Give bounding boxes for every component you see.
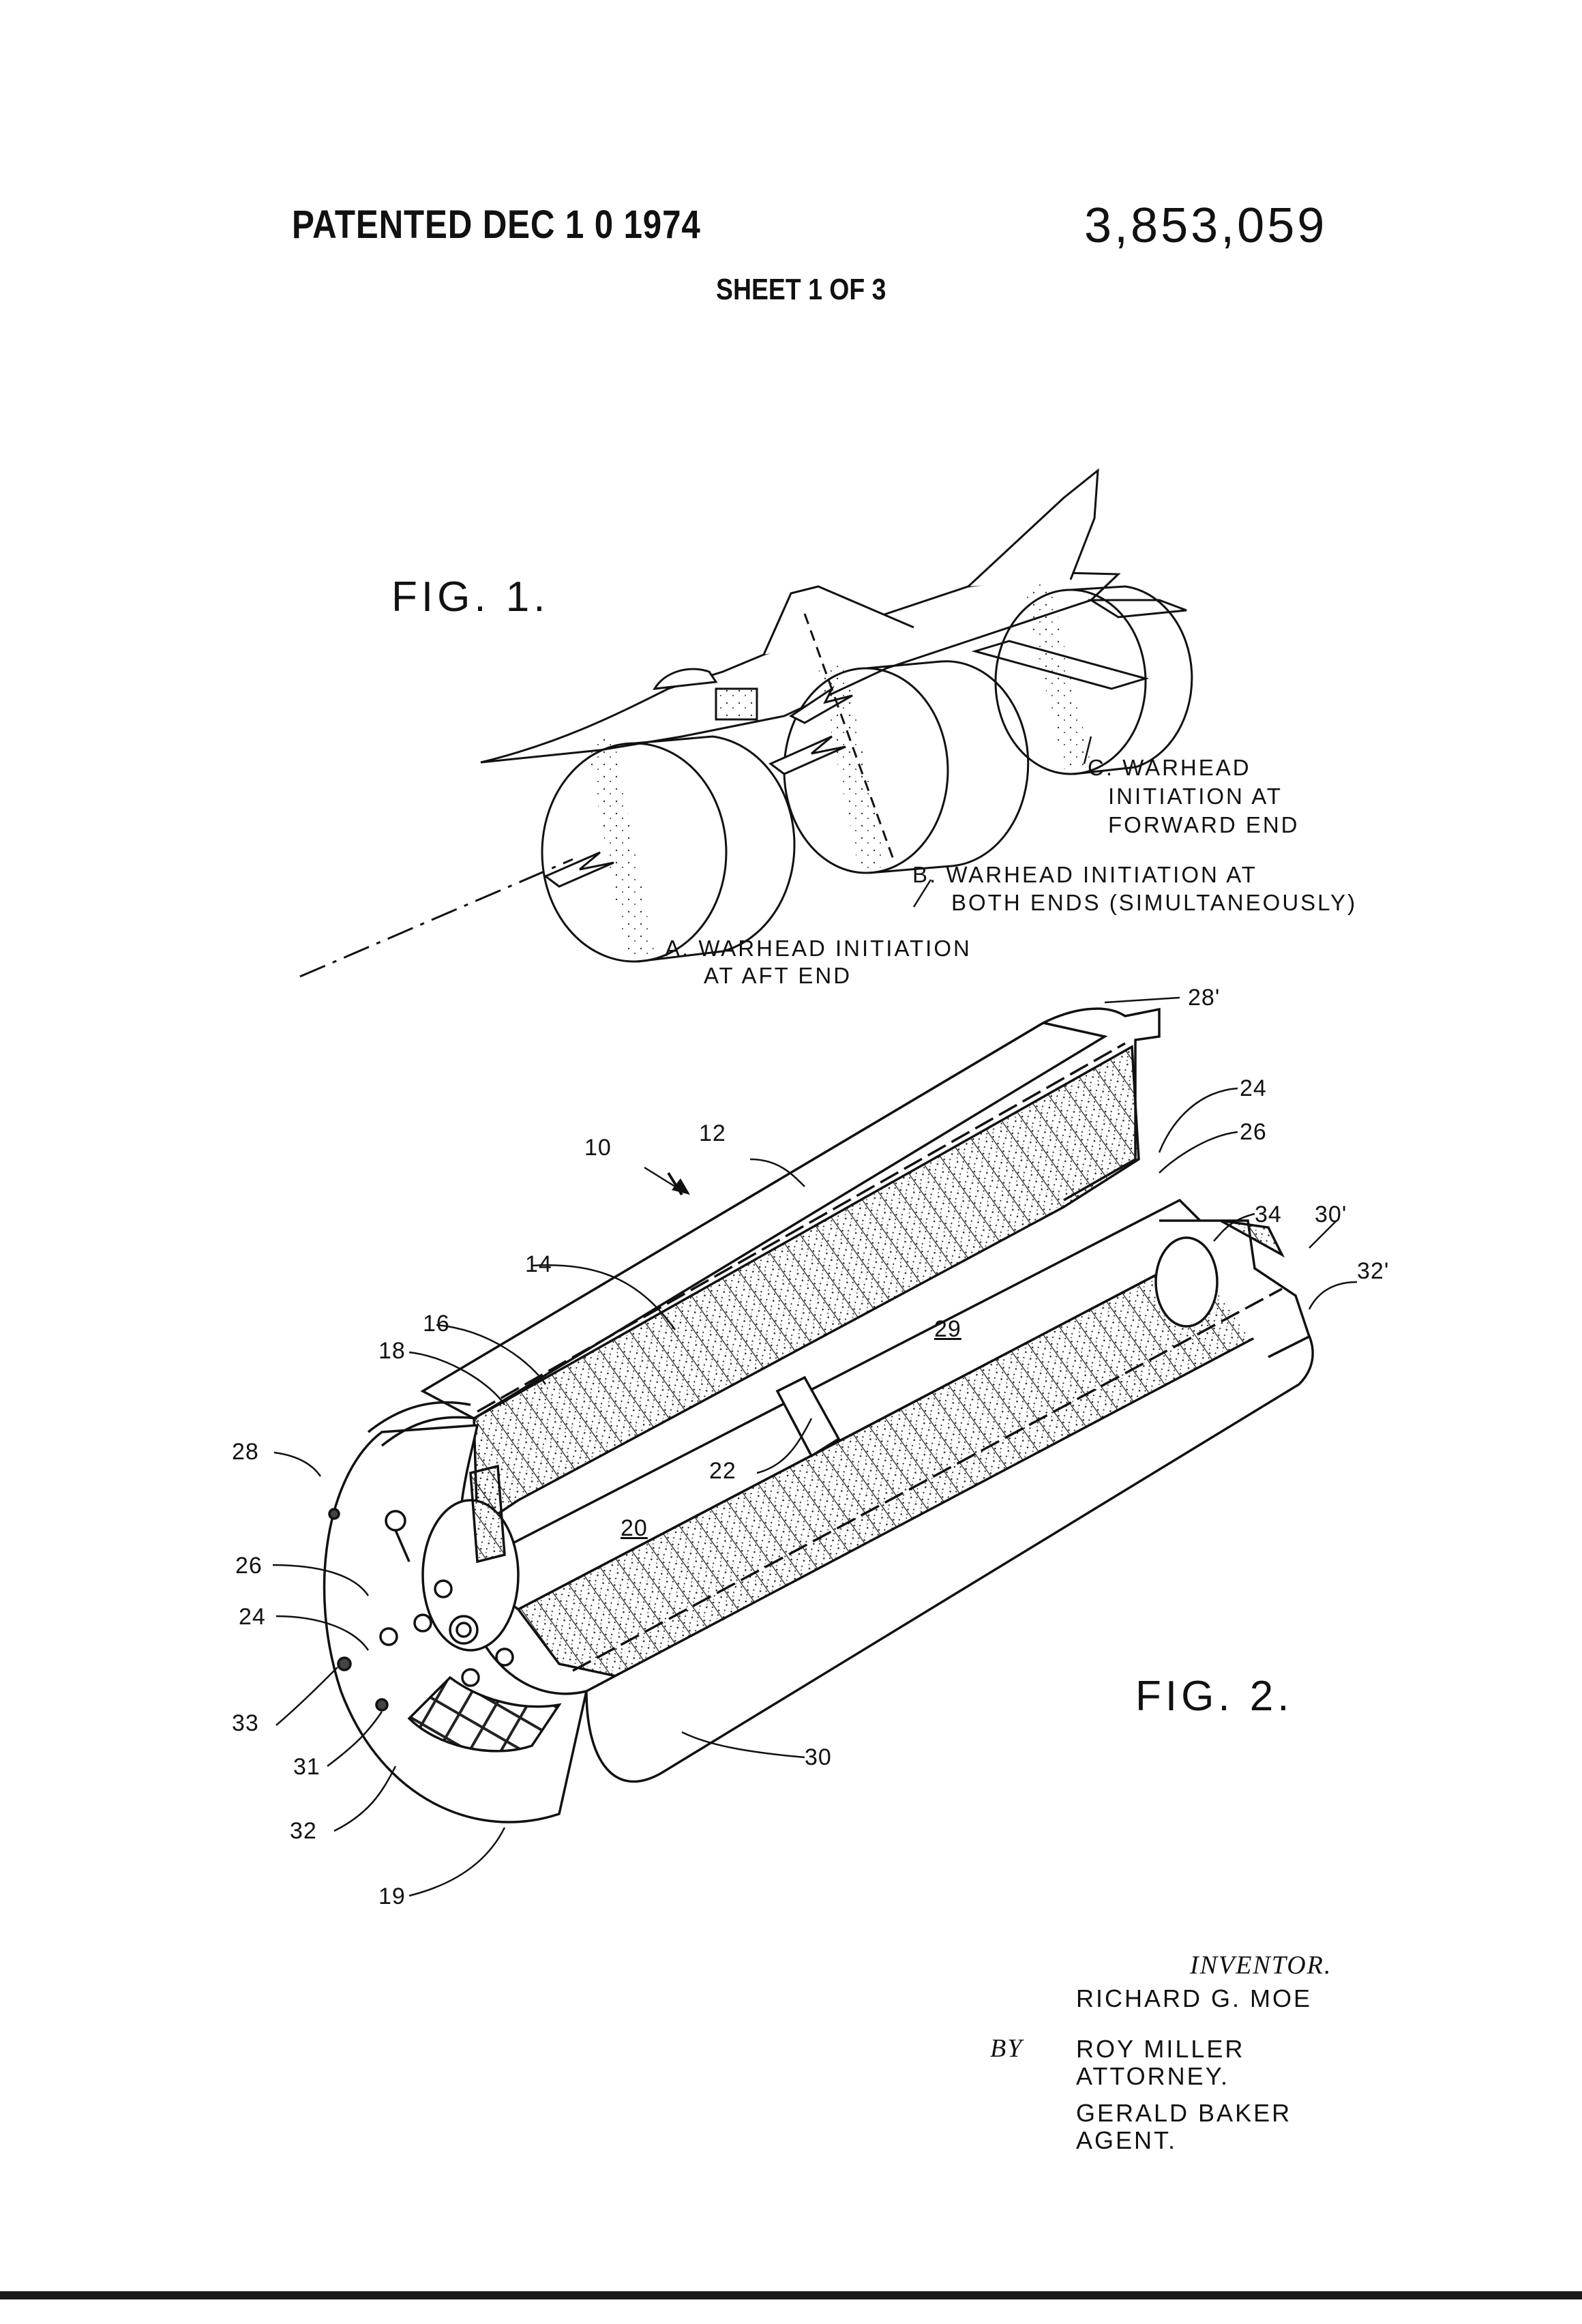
ref-12: 12 <box>699 1120 726 1147</box>
callout-c-line3: FORWARD END <box>1108 811 1300 839</box>
ref-28: 28 <box>232 1439 259 1465</box>
inventor-label: INVENTOR. <box>1190 1950 1332 1980</box>
attorney-name: ROY MILLER <box>1076 2035 1244 2064</box>
bottom-border <box>0 2291 1582 2299</box>
ref-24-left: 24 <box>239 1604 266 1630</box>
ref-16: 16 <box>423 1311 450 1337</box>
inventor-name: RICHARD G. MOE <box>1076 1984 1312 2013</box>
ref-32-prime: 32' <box>1357 1258 1389 1285</box>
by-label: BY <box>990 2034 1023 2064</box>
ref-24-right: 24 <box>1240 1075 1267 1102</box>
ref-28-prime: 28' <box>1188 985 1220 1011</box>
ref-34: 34 <box>1255 1202 1282 1228</box>
ref-32: 32 <box>290 1818 317 1845</box>
ref-33: 33 <box>232 1710 259 1737</box>
ref-19: 19 <box>378 1883 406 1910</box>
callout-b-line2: BOTH ENDS (SIMULTANEOUSLY) <box>951 889 1357 917</box>
ref-30: 30 <box>805 1744 832 1771</box>
callout-b-line1: B. WARHEAD INITIATION AT <box>912 861 1257 889</box>
ref-26-left: 26 <box>235 1553 263 1579</box>
ref-14: 14 <box>525 1251 552 1278</box>
ref-22: 22 <box>709 1458 736 1485</box>
fig1-label: FIG. 1. <box>391 573 549 621</box>
callout-c-line2: INITIATION AT <box>1108 782 1283 811</box>
ref-18: 18 <box>378 1338 406 1365</box>
ref-31: 31 <box>293 1754 320 1781</box>
ref-29: 29 <box>934 1316 961 1343</box>
ref-26-right: 26 <box>1240 1119 1267 1146</box>
callout-a-line2: AT AFT END <box>704 962 852 990</box>
callout-a-line1: A. WARHEAD INITIATION <box>665 934 972 963</box>
ref-20: 20 <box>621 1515 648 1542</box>
agent-role: AGENT. <box>1076 2126 1177 2155</box>
ref-30-prime: 30' <box>1315 1202 1347 1228</box>
attorney-role: ATTORNEY. <box>1076 2062 1229 2091</box>
callout-c-line1: C. WARHEAD <box>1088 754 1251 782</box>
ref-10: 10 <box>584 1135 612 1161</box>
agent-name: GERALD BAKER <box>1076 2099 1292 2128</box>
fig2-label: FIG. 2. <box>1135 1672 1293 1720</box>
